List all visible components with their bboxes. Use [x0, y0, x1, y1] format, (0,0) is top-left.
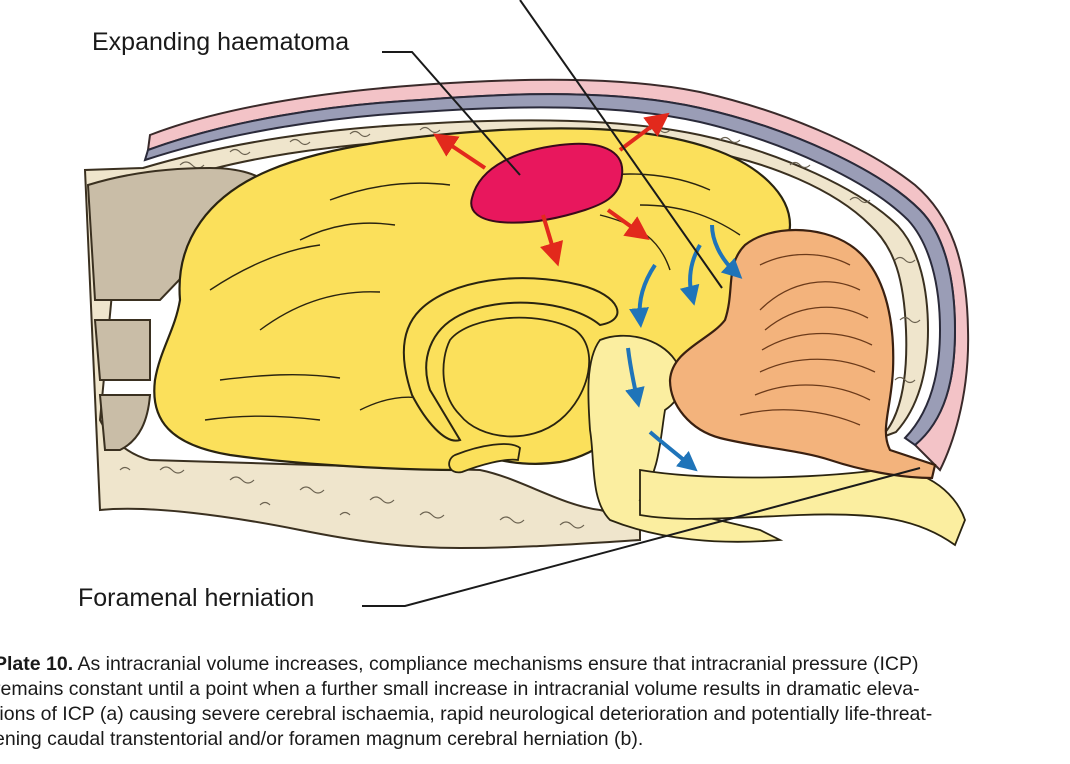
gyri-lines: [204, 173, 741, 421]
blue-arrow-3: [629, 263, 657, 328]
thalamus: [442, 316, 591, 438]
haematoma-leader: [382, 51, 521, 176]
expansion-arrows: [433, 112, 670, 267]
plate-number: Plate 10.: [0, 653, 74, 675]
caption-line-2: remains constant until a point when a fu…: [0, 678, 920, 700]
red-arrow-down-right: [606, 208, 650, 241]
caption-line-3: tions of ICP (a) causing severe cerebral…: [0, 703, 933, 725]
red-arrow-down: [540, 214, 564, 267]
cerebellar-folia: [739, 253, 876, 426]
herniation-leader: [362, 467, 921, 607]
haematoma-label: Expanding haematoma: [92, 28, 350, 56]
blue-arrow-2: [679, 243, 702, 306]
herniation-arrows: [625, 224, 743, 472]
red-arrow-up-left: [433, 133, 487, 170]
blue-arrow-5: [648, 430, 698, 472]
leader-lines: [362, 0, 921, 607]
cerebellum: [668, 229, 937, 480]
figure-caption: Plate 10. As intracranial volume increas…: [0, 652, 1069, 752]
caption-text-1: As intracranial volume increases, compli…: [77, 653, 919, 675]
corpus-callosum: [402, 277, 619, 442]
optic-nerve: [448, 443, 521, 474]
blue-arrow-4: [625, 347, 645, 408]
top-pointer-line: [519, 0, 723, 289]
herniation-label: Foramenal herniation: [78, 584, 315, 612]
blue-arrow-1: [710, 224, 743, 279]
caption-line-4: ening caudal transtentorial and/or foram…: [0, 728, 644, 750]
red-arrow-up-right: [618, 112, 670, 152]
caption-line-1: Plate 10. As intracranial volume increas…: [0, 652, 1069, 677]
dura-layer: [143, 93, 957, 447]
